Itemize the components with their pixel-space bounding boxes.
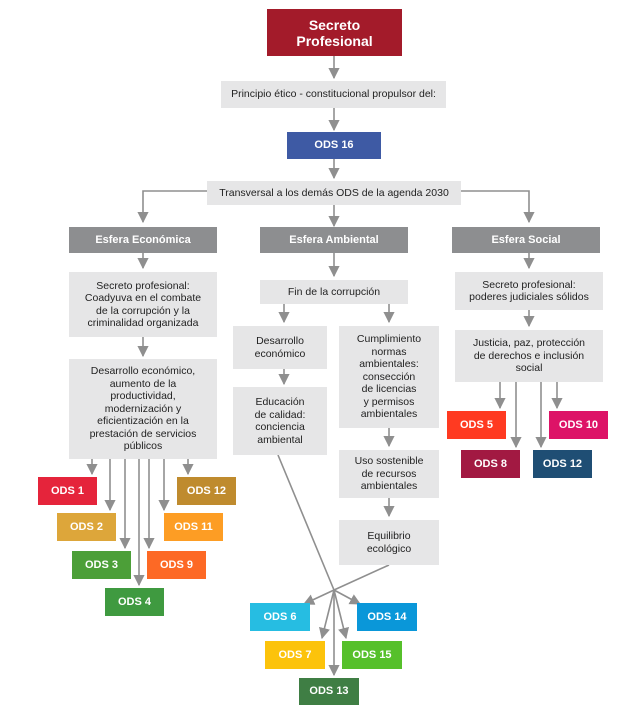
env-educacion-line-1: Educación [255, 396, 305, 408]
ods-3-box: ODS 3 [72, 551, 131, 579]
economic-box-1-line-2: Coadyuva en el combate [84, 292, 202, 304]
env-fin-corrupcion-box: Fin de la corrupción [260, 280, 408, 304]
economic-box-2-line-3: productividad, [110, 390, 176, 403]
env-desarrollo-line-2: económico [254, 347, 306, 360]
transversal-box: Transversal a los demás ODS de la agenda… [207, 181, 461, 205]
social-box-2-line-2: de derechos e inclusión [473, 349, 585, 362]
env-desarrollo-line-1: Desarrollo [256, 335, 304, 347]
env-cumplimiento-line-7: ambientales [360, 408, 418, 421]
env-cumplimiento-line-1: Cumplimiento [356, 333, 422, 346]
social-box-1: Secreto profesional: poderes judiciales … [455, 272, 603, 310]
env-cumplimiento-line-6: y permisos [363, 395, 415, 408]
env-equilibrio-box: Equilibrio ecológico [339, 520, 439, 565]
env-equilibrio-line-1: Equilibrio [367, 530, 411, 542]
ods-12-social-box: ODS 12 [533, 450, 592, 478]
economic-box-1: Secreto profesional: Coadyuva en el comb… [69, 272, 217, 337]
economic-box-2-line-1: Desarrollo económico, [90, 365, 196, 378]
header-economic: Esfera Económica [69, 227, 217, 253]
social-box-2: Justicia, paz, protección de derechos e … [455, 330, 603, 382]
economic-box-2-line-4: modernización y [104, 402, 182, 415]
economic-box-2-line-7: públicos [123, 440, 163, 453]
env-uso-line-3: ambientales [360, 480, 418, 493]
env-cumplimiento-box: Cumplimiento normas ambientales: consecc… [339, 326, 439, 428]
social-box-1-line-2: poderes judiciales sólidos [469, 291, 589, 303]
env-cumplimiento-line-2: normas [371, 345, 407, 358]
env-educacion-line-2: de calidad: [254, 408, 306, 421]
ods-11-box: ODS 11 [164, 513, 223, 541]
env-cumplimiento-line-3: ambientales: [359, 358, 419, 371]
header-environmental: Esfera Ambiental [260, 227, 408, 253]
ods-6-box: ODS 6 [250, 603, 310, 631]
social-box-1-line-1: Secreto profesional: [482, 278, 576, 291]
ods-14-box: ODS 14 [357, 603, 417, 631]
ods-7-box: ODS 7 [265, 641, 325, 669]
ods-1-box: ODS 1 [38, 477, 97, 505]
ods-10-box: ODS 10 [549, 411, 608, 439]
ods-15-box: ODS 15 [342, 641, 402, 669]
env-cumplimiento-line-4: consección [362, 370, 416, 383]
root-line-2: Profesional [296, 32, 373, 49]
economic-box-2-line-5: eficientización en la [97, 415, 189, 428]
economic-box-1-line-1: Secreto profesional: [96, 279, 190, 292]
header-social: Esfera Social [452, 227, 600, 253]
ods-16-box: ODS 16 [287, 132, 381, 159]
economic-box-2-line-6: prestación de servicios [89, 427, 197, 440]
env-uso-box: Uso sostenible de recursos ambientales [339, 450, 439, 498]
env-uso-line-1: Uso sostenible [354, 455, 424, 468]
ods-9-box: ODS 9 [147, 551, 206, 579]
env-educacion-box: Educación de calidad: conciencia ambient… [233, 387, 327, 455]
ods-13-box: ODS 13 [299, 678, 359, 705]
env-educacion-line-3: conciencia [255, 421, 305, 433]
economic-box-1-line-3: de la corrupción y la [96, 304, 190, 317]
principle-box: Principio ético - constitucional propuls… [221, 81, 446, 108]
env-educacion-line-4: ambiental [257, 433, 303, 446]
ods-8-box: ODS 8 [461, 450, 520, 478]
ods-2-box: ODS 2 [57, 513, 116, 541]
social-box-2-line-3: social [515, 362, 543, 375]
economic-box-1-line-4: criminalidad organizada [87, 317, 199, 329]
root-line-1: Secreto [308, 16, 361, 33]
ods-5-box: ODS 5 [447, 411, 506, 439]
env-cumplimiento-line-5: de licencias [361, 383, 417, 396]
ods-12-economic-box: ODS 12 [177, 477, 236, 505]
economic-box-2-line-2: aumento de la [109, 377, 177, 390]
env-desarrollo-box: Desarrollo económico [233, 326, 327, 369]
root-secreto-profesional: Secreto Profesional [267, 9, 402, 56]
ods-4-box: ODS 4 [105, 588, 164, 616]
social-box-2-line-1: Justicia, paz, protección [472, 337, 586, 350]
env-uso-line-2: de recursos [361, 467, 417, 480]
economic-box-2: Desarrollo económico, aumento de la prod… [69, 359, 217, 459]
env-equilibrio-line-2: ecológico [366, 542, 412, 555]
